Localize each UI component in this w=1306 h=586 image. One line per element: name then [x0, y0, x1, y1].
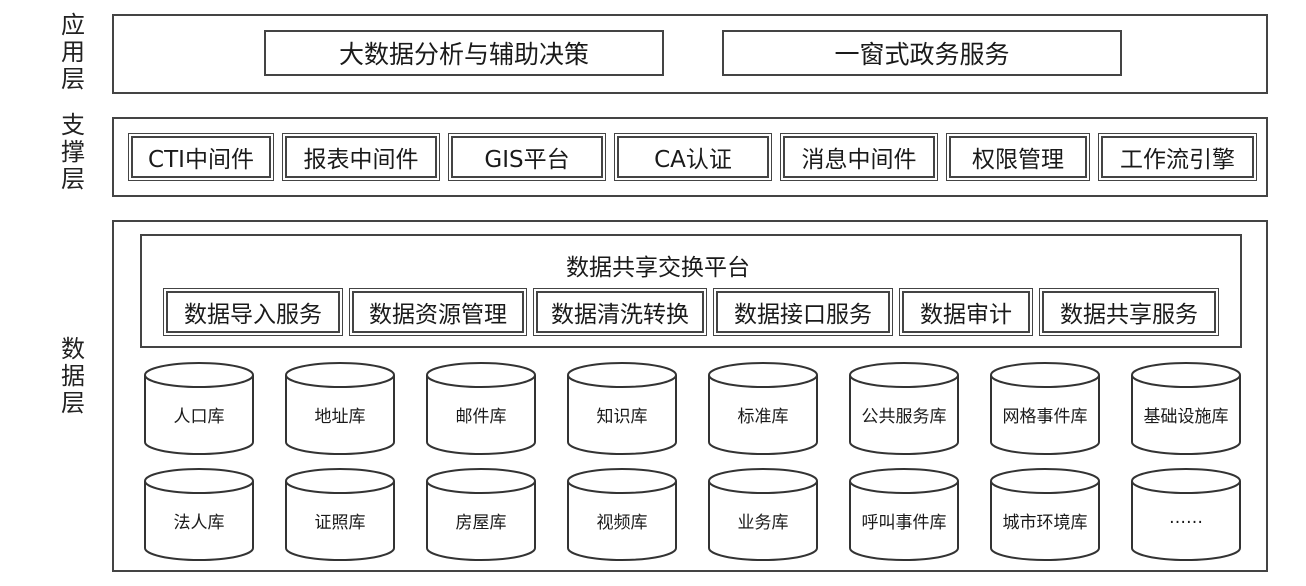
database-label: 公共服务库	[861, 407, 947, 427]
database-label: 视频库	[596, 513, 648, 533]
database-label: 网格事件库	[1002, 407, 1088, 427]
support-box-workflow: 工作流引擎	[1098, 133, 1257, 181]
database-cylinder: 法人库	[143, 468, 255, 562]
database-label: 呼叫事件库	[861, 513, 947, 533]
database-cylinder: 地址库	[284, 362, 396, 456]
platform-service-import: 数据导入服务	[163, 288, 343, 336]
support-box-report: 报表中间件	[282, 133, 440, 181]
database-cylinder: 房屋库	[425, 468, 537, 562]
app-box-one-window-service: 一窗式政务服务	[722, 30, 1122, 76]
layer-label-app: 应 用 层	[58, 12, 88, 93]
database-label: 业务库	[737, 513, 789, 533]
database-label: 证照库	[314, 513, 366, 533]
layer-label-char: 层	[61, 165, 85, 193]
platform-service-interface: 数据接口服务	[713, 288, 893, 336]
layer-label-char: 层	[61, 65, 85, 93]
database-label: 法人库	[173, 513, 225, 533]
database-label: 人口库	[173, 407, 225, 427]
platform-title: 数据共享交换平台	[566, 255, 750, 281]
layer-label-char: 据	[61, 362, 85, 390]
layer-label-support: 支 撑 层	[58, 112, 88, 193]
database-cylinder: 呼叫事件库	[848, 468, 960, 562]
database-label: 基础设施库	[1143, 407, 1229, 427]
app-box-bigdata-analysis: 大数据分析与辅助决策	[264, 30, 664, 76]
database-label: 邮件库	[455, 407, 507, 427]
database-label: 房屋库	[455, 513, 507, 533]
database-label: 地址库	[314, 407, 366, 427]
database-label: 标准库	[737, 407, 789, 427]
database-cylinder: 邮件库	[425, 362, 537, 456]
database-cylinder: 标准库	[707, 362, 819, 456]
layer-label-char: 数	[61, 335, 85, 363]
platform-service-cleansing: 数据清洗转换	[533, 288, 707, 336]
database-cylinder: 城市环境库	[989, 468, 1101, 562]
database-cylinder: 业务库	[707, 468, 819, 562]
database-cylinder: 视频库	[566, 468, 678, 562]
platform-service-resource: 数据资源管理	[349, 288, 527, 336]
database-cylinder: 人口库	[143, 362, 255, 456]
layer-label-char: 应	[61, 11, 85, 39]
platform-service-sharing: 数据共享服务	[1039, 288, 1219, 336]
database-label: 城市环境库	[1002, 513, 1088, 533]
database-cylinder: 基础设施库	[1130, 362, 1242, 456]
support-box-message: 消息中间件	[780, 133, 938, 181]
database-cylinder: 公共服务库	[848, 362, 960, 456]
layer-label-char: 用	[61, 38, 85, 66]
layer-label-char: 支	[61, 111, 85, 139]
support-box-ca: CA认证	[614, 133, 772, 181]
database-label: 知识库	[596, 407, 648, 427]
layer-label-data: 数 据 层	[58, 336, 88, 417]
support-box-permission: 权限管理	[946, 133, 1090, 181]
layer-label-char: 撑	[61, 138, 85, 166]
database-cylinder: 网格事件库	[989, 362, 1101, 456]
support-box-gis: GIS平台	[448, 133, 606, 181]
layer-label-char: 层	[61, 389, 85, 417]
database-cylinder: ……	[1130, 468, 1242, 562]
support-box-cti: CTI中间件	[128, 133, 274, 181]
database-cylinder: 证照库	[284, 468, 396, 562]
platform-service-audit: 数据审计	[899, 288, 1033, 336]
database-cylinder: 知识库	[566, 362, 678, 456]
database-label: ……	[1169, 508, 1203, 528]
